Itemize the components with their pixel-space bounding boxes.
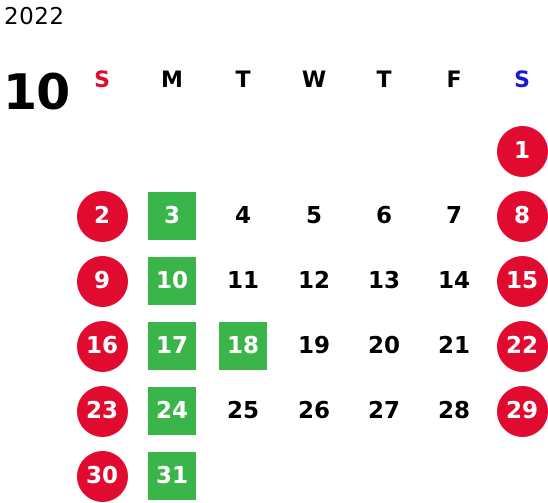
day-cell-29: 29 bbox=[496, 385, 548, 437]
weekday-sunday: S bbox=[94, 68, 110, 93]
day-cell-25: 25 bbox=[226, 398, 259, 424]
day-cell-17: 17 bbox=[148, 322, 196, 370]
day-cell-10: 10 bbox=[148, 257, 196, 305]
day-cell-15: 15 bbox=[496, 255, 548, 307]
weekday-monday: M bbox=[161, 68, 183, 93]
day-cell-24: 24 bbox=[148, 387, 196, 435]
weekday-saturday: S bbox=[514, 68, 530, 93]
day-cell-13: 13 bbox=[367, 268, 400, 294]
day-cell-9: 9 bbox=[76, 255, 128, 307]
day-cell-18: 18 bbox=[219, 322, 267, 370]
day-cell-7: 7 bbox=[445, 203, 462, 229]
day-cell-21: 21 bbox=[437, 333, 470, 359]
day-cell-31: 31 bbox=[148, 452, 196, 500]
day-cell-30: 30 bbox=[76, 450, 128, 502]
day-cell-11: 11 bbox=[226, 268, 259, 294]
day-cell-8: 8 bbox=[496, 190, 548, 242]
day-cell-22: 22 bbox=[496, 320, 548, 372]
day-cell-5: 5 bbox=[305, 203, 322, 229]
day-cell-20: 20 bbox=[367, 333, 400, 359]
calendar-month: 10 bbox=[3, 64, 70, 121]
weekday-tuesday: T bbox=[235, 68, 251, 93]
weekday-friday: F bbox=[446, 68, 462, 93]
day-cell-19: 19 bbox=[297, 333, 330, 359]
day-cell-28: 28 bbox=[437, 398, 470, 424]
day-cell-2: 2 bbox=[76, 190, 128, 242]
day-cell-26: 26 bbox=[297, 398, 330, 424]
day-cell-16: 16 bbox=[76, 320, 128, 372]
day-cell-23: 23 bbox=[76, 385, 128, 437]
calendar-year: 2022 bbox=[4, 4, 65, 30]
day-cell-4: 4 bbox=[234, 203, 251, 229]
day-cell-1: 1 bbox=[496, 125, 548, 177]
day-cell-27: 27 bbox=[367, 398, 400, 424]
weekday-thursday: T bbox=[376, 68, 392, 93]
day-cell-14: 14 bbox=[437, 268, 470, 294]
day-cell-3: 3 bbox=[148, 192, 196, 240]
day-cell-12: 12 bbox=[297, 268, 330, 294]
day-cell-6: 6 bbox=[375, 203, 392, 229]
weekday-wednesday: W bbox=[301, 68, 327, 93]
